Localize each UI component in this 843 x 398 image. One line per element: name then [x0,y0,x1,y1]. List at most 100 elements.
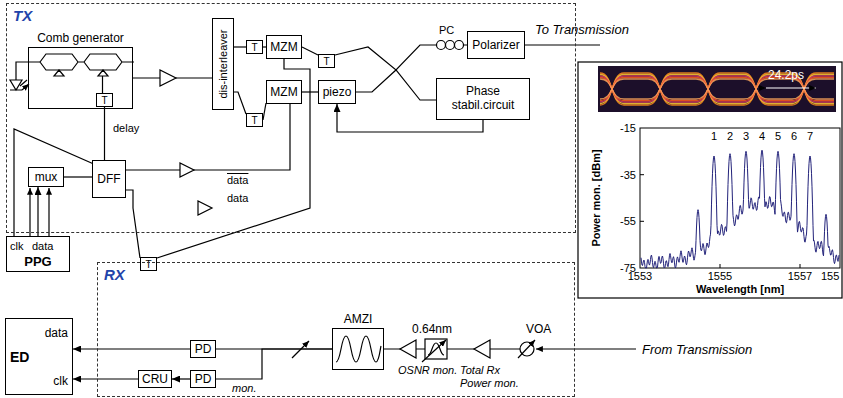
node-label: data [45,326,68,340]
connector [172,378,190,379]
polarization-controller [437,41,464,50]
connector [302,47,318,55]
spectrum-trace [641,150,839,268]
dis-interleaver-box: dis-interleaver [212,18,234,110]
node-label: CRU [142,372,168,386]
text-label: 155 [821,270,839,282]
callout-number: 1 [711,130,717,142]
node-label: Polarizer [472,38,519,52]
node-label: clk [53,374,68,388]
node-label: ED [10,349,68,365]
node-label: dis-interleaver [217,29,229,98]
ppg-wire [48,188,49,236]
attenuator-arrow [292,341,309,358]
connector [234,46,246,47]
tick-label: 1555 [708,270,732,282]
node-label: TX [13,7,32,24]
amplifier [198,201,212,215]
amplifier [160,70,176,86]
node-label: PD [195,372,212,386]
node-label: Comb generator [29,31,132,45]
delay-box: T [246,40,263,54]
axis-title: Power mon. [dBm] [590,149,602,246]
tick-label: 1553 [628,270,652,282]
ppg-wire [29,188,30,236]
amzi-transfer [336,336,381,362]
delay-box: T [140,257,157,271]
comb-generator-box: Comb generatorT [28,47,133,109]
pc-loop [455,41,464,50]
connector [126,190,140,258]
component-box: CRU [138,370,172,388]
axis-title: Wavelength [nm] [696,283,784,295]
phase-shifter [54,70,108,76]
tick-label: 1557 [788,270,812,282]
delay-box: T [96,93,113,107]
component-box: MZM [266,35,302,59]
component-box: mux [28,167,64,187]
component-box: Polarizer [467,31,525,59]
component-box: Phase stabil.circuit [436,78,530,120]
text-label: mon. [232,382,256,394]
text-label: From Transmission [642,342,752,357]
connector [14,129,96,236]
node-label: PD [195,342,212,356]
amplifier [180,163,194,177]
node-label: Phase stabil.circuit [441,85,525,113]
text-label: 0.64nm [412,322,452,336]
connector [73,348,190,349]
output-fiber [525,44,600,45]
drive-line [102,76,103,93]
component-box: DFF [92,160,126,198]
signal-label: data [226,192,249,204]
error-detector-box: dataED clk [5,318,73,395]
text-label: To Transmission [535,22,629,37]
node-label: DFF [97,172,120,186]
time-arrow [766,87,816,88]
voa-arrow [518,340,535,358]
component-box: PD [190,340,216,358]
input-fiber [536,348,636,349]
comb-interferometers [40,54,134,93]
eye-trace [600,79,834,99]
tick-label: -35 [620,169,636,181]
node-label: T [251,42,257,53]
callout-number: 5 [775,130,781,142]
text-label: clk [10,240,23,252]
signal-label: data [226,174,249,186]
delay-box: T [246,113,263,127]
text-label: 24.2ps [768,68,804,82]
connector [263,103,266,120]
amplifier [400,340,416,358]
plot-axes [640,128,840,268]
pc-loop [446,41,455,50]
callout-number: 7 [807,130,813,142]
text-label: VOA [526,322,551,336]
region-frame: TXComb generatorTdis-interleaverTMZMTTMZ… [6,3,576,233]
callout-number: 3 [743,130,749,142]
connector [126,104,290,170]
node-label: RX [104,266,125,283]
node-label: T [101,95,107,106]
inset-frame [578,62,842,298]
node-label: mux [35,170,58,184]
text-label: data [32,240,53,252]
text-label: Total Rx Power mon. [460,364,532,389]
callout-number: 2 [727,130,733,142]
interferometer [40,54,134,70]
connector [73,378,138,379]
interferometer-box: AMZI [332,328,384,370]
node-label: T [323,56,329,67]
eye-background [598,66,836,112]
node-label: T [145,259,151,270]
callout-number: 4 [759,130,765,142]
callout-number: 6 [791,130,797,142]
connector [234,92,246,114]
node-label: MZM [270,85,297,99]
node-label: PPG [24,254,51,269]
node-label: AMZI [333,312,383,326]
connector [37,187,38,236]
tick-label: -15 [620,122,636,134]
